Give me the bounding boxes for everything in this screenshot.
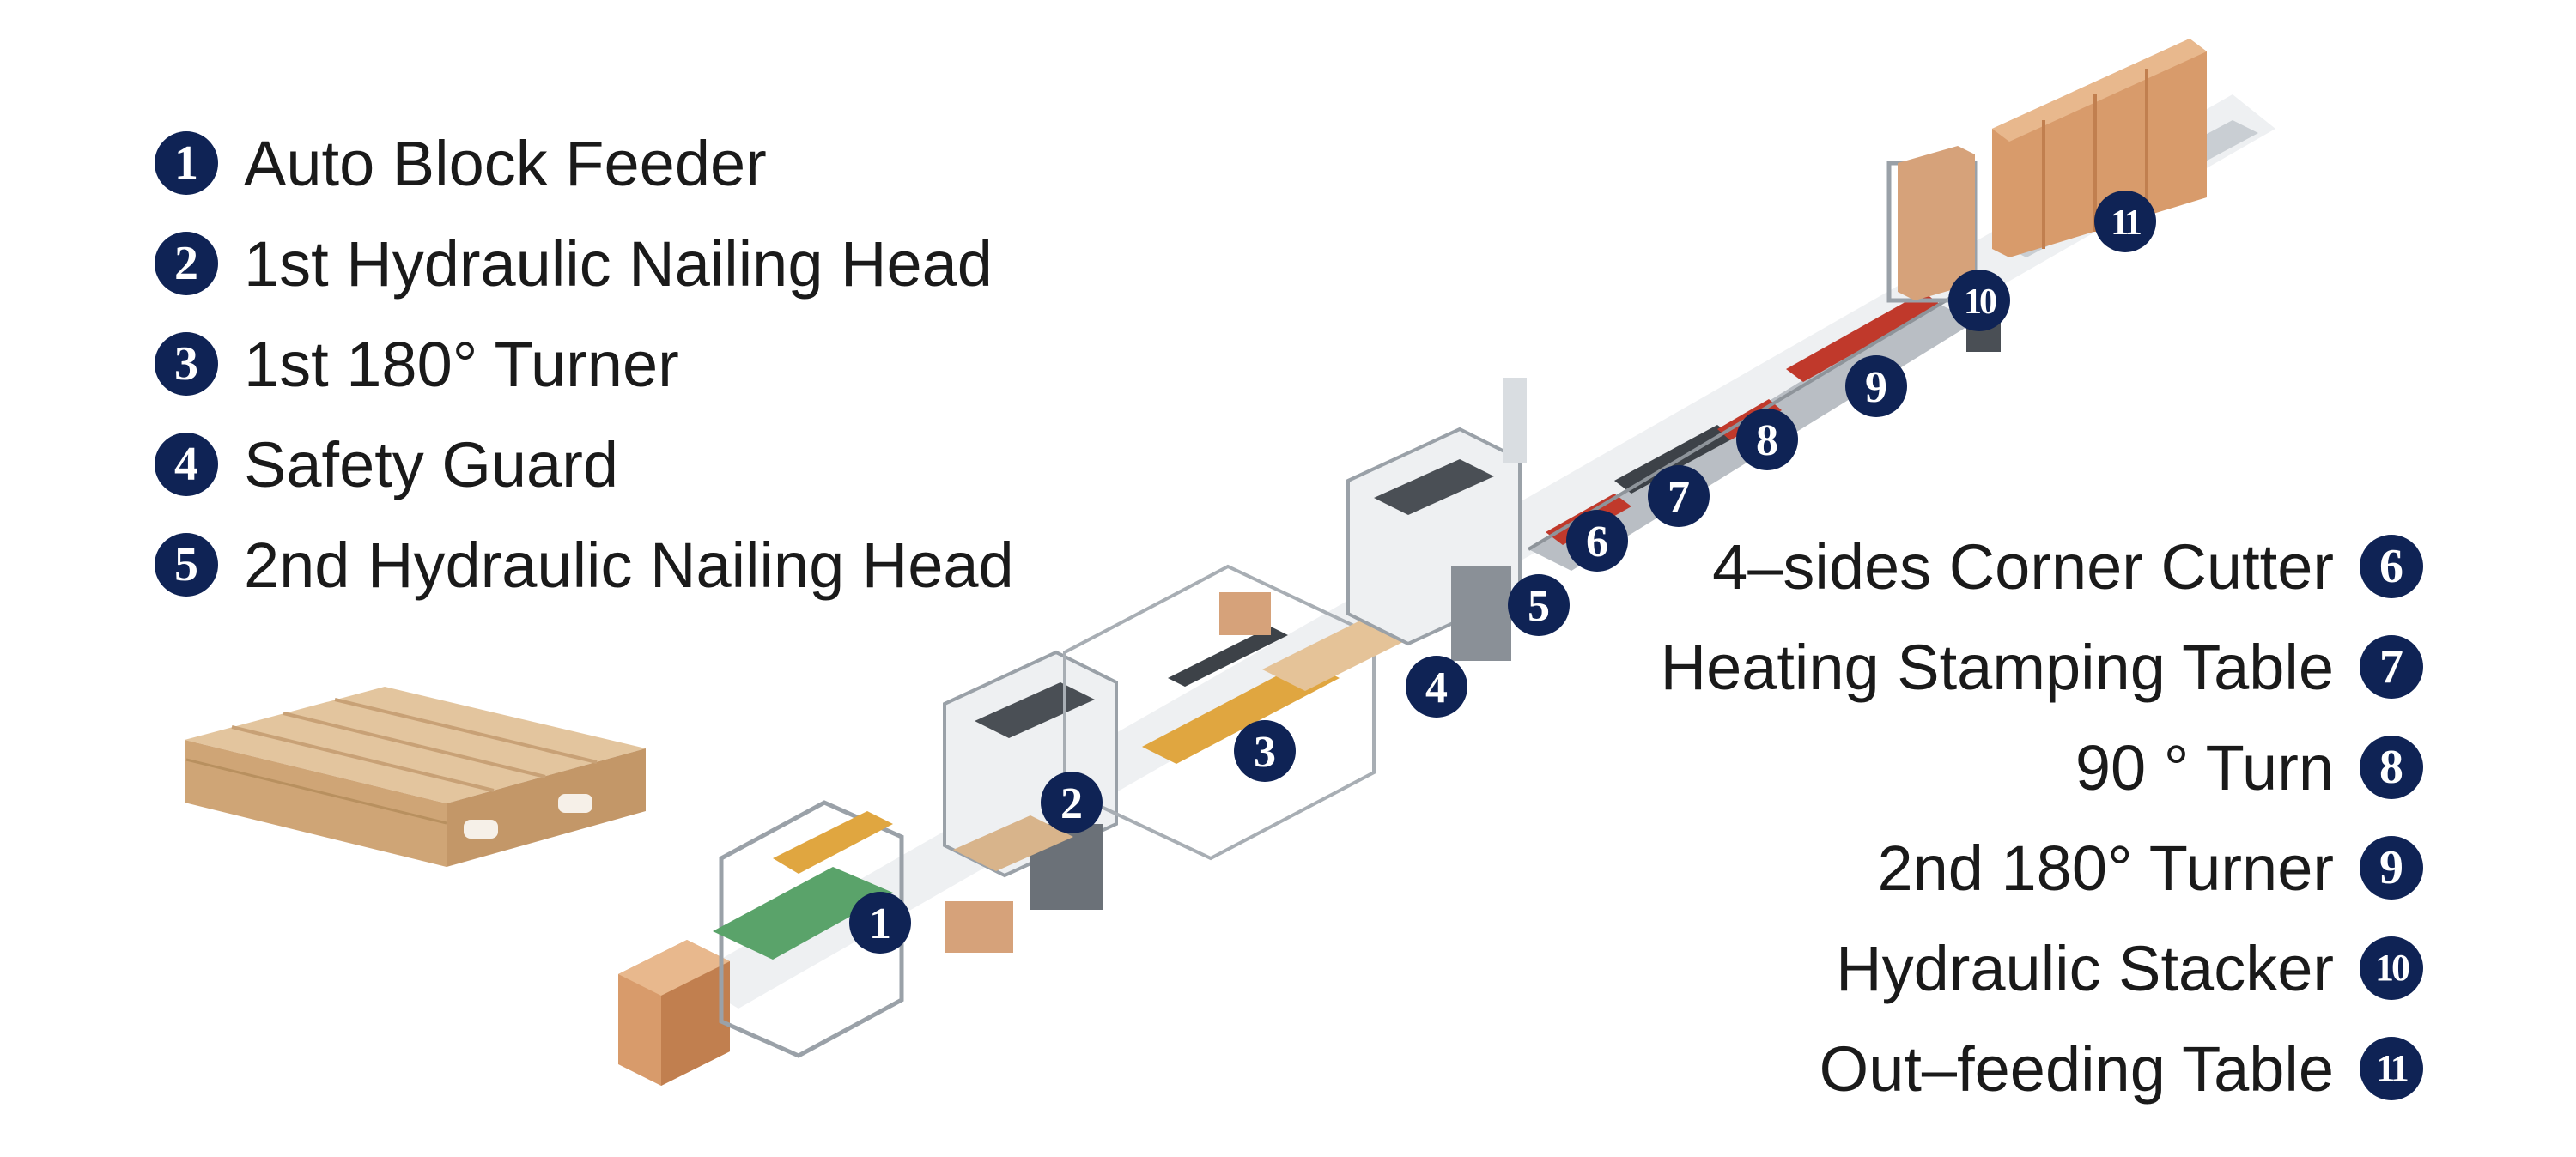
legend-item-safety-guard: 4 Safety Guard — [155, 421, 618, 507]
legend-label: 2nd Hydraulic Nailing Head — [244, 529, 1014, 601]
legend-item-heating-stamping-table: Heating Stamping Table 7 — [1661, 624, 2423, 710]
legend-badge: 5 — [155, 533, 218, 597]
legend-item-auto-block-feeder: 1 Auto Block Feeder — [155, 120, 767, 206]
legend-label: Safety Guard — [244, 428, 619, 500]
legend-label: Heating Stamping Table — [1660, 631, 2334, 703]
diagram-marker-3: 3 — [1234, 720, 1296, 782]
svg-text:3: 3 — [1254, 728, 1276, 777]
legend-badge: 2 — [155, 232, 218, 295]
diagram-marker-5: 5 — [1508, 574, 1570, 636]
legend-label: Hydraulic Stacker — [1836, 932, 2334, 1004]
svg-text:6: 6 — [1586, 518, 1608, 566]
legend-item-second-turner: 2nd 180° Turner 9 — [1877, 825, 2423, 911]
svg-text:11: 11 — [2111, 203, 2141, 243]
block-crate — [618, 940, 730, 1086]
diagram-marker-4: 4 — [1406, 656, 1467, 718]
svg-text:10: 10 — [1964, 282, 1996, 322]
legend-label: Auto Block Feeder — [244, 127, 767, 199]
svg-text:4: 4 — [1425, 663, 1448, 712]
legend-item-out-feeding-table: Out–feeding Table 11 — [1820, 1026, 2423, 1112]
svg-text:1: 1 — [869, 900, 891, 948]
legend-label: 1st Hydraulic Nailing Head — [244, 227, 993, 300]
legend-label: 90 ° Turn — [2075, 731, 2334, 803]
second-nailing-head-machine — [1346, 378, 1527, 661]
svg-text:8: 8 — [1756, 416, 1778, 465]
diagram-marker-11: 11 — [2094, 191, 2156, 252]
legend-badge: 11 — [2360, 1037, 2423, 1100]
legend-badge: 10 — [2360, 936, 2423, 1000]
pallet-illustration — [185, 687, 646, 867]
diagram-marker-8: 8 — [1736, 409, 1798, 470]
diagram-marker-7: 7 — [1648, 465, 1710, 527]
diagram-marker-1: 1 — [849, 892, 911, 954]
legend-label: 2nd 180° Turner — [1877, 832, 2334, 904]
legend-item-second-nailing-head: 5 2nd Hydraulic Nailing Head — [155, 522, 1014, 608]
diagram-markers: 1 2 3 4 5 6 7 8 — [849, 191, 2156, 954]
diagram-marker-6: 6 — [1566, 510, 1628, 572]
auto-block-feeder-machine — [713, 800, 1013, 1058]
legend-badge: 8 — [2360, 736, 2423, 799]
legend-item-corner-cutter: 4–sides Corner Cutter 6 — [1712, 524, 2423, 609]
legend-badge: 1 — [155, 131, 218, 195]
legend-label: 4–sides Corner Cutter — [1712, 530, 2334, 603]
out-feeding-table — [1992, 39, 2258, 257]
legend-item-first-turner: 3 1st 180° Turner — [155, 321, 679, 407]
legend-badge: 7 — [2360, 635, 2423, 699]
legend-item-90-degree-turn: 90 ° Turn 8 — [2075, 724, 2423, 810]
svg-text:5: 5 — [1528, 582, 1550, 631]
svg-text:9: 9 — [1865, 363, 1887, 412]
legend-badge: 4 — [155, 433, 218, 496]
svg-text:2: 2 — [1060, 779, 1083, 828]
diagram-marker-10: 10 — [1948, 270, 2010, 331]
legend-item-first-nailing-head: 2 1st Hydraulic Nailing Head — [155, 221, 993, 306]
legend-badge: 9 — [2360, 836, 2423, 900]
legend-badge: 3 — [155, 332, 218, 396]
diagram-marker-2: 2 — [1041, 772, 1103, 833]
legend-label: 1st 180° Turner — [244, 328, 679, 400]
diagram-marker-9: 9 — [1845, 355, 1907, 417]
svg-text:7: 7 — [1668, 473, 1690, 522]
legend-badge: 6 — [2360, 535, 2423, 598]
legend-item-hydraulic-stacker: Hydraulic Stacker 10 — [1836, 925, 2423, 1011]
legend-label: Out–feeding Table — [1819, 1033, 2334, 1105]
